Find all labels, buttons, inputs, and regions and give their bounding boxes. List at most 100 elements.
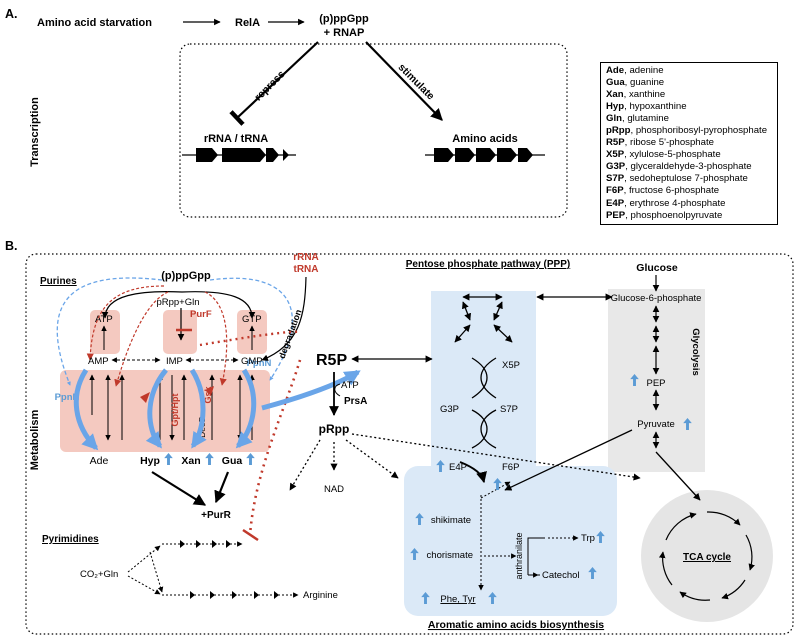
- legend-abbr: X5P: [606, 149, 625, 161]
- legend-desc: , fructose 6-phosphate: [623, 185, 720, 197]
- legend-abbr: Gln: [606, 113, 622, 125]
- legend-desc: , phosphoenolpyruvate: [625, 209, 723, 221]
- chorismate-label: chorismate: [427, 550, 473, 561]
- legend-abbr: PEP: [606, 209, 626, 221]
- r5p-label: R5P: [316, 352, 347, 369]
- legend-row: Gln, glutamine: [606, 113, 772, 125]
- legend-abbr: G3P: [606, 161, 626, 173]
- legend-desc: , xylulose-5-phosphate: [624, 149, 721, 161]
- ppp-box: [431, 291, 536, 476]
- phe-tyr-label: Phe, Tyr: [440, 594, 475, 605]
- trna-label: tRNA: [294, 264, 319, 275]
- hyp-label: Hyp: [140, 455, 160, 467]
- purr-label: +PurR: [201, 510, 232, 521]
- legend-desc: , phosphoribosyl-pyrophosphate: [630, 125, 768, 137]
- catechol-label: Catechol: [542, 570, 580, 581]
- metabolism-box: [25, 253, 794, 635]
- legend-row: R5P, ribose 5'-phosphate: [606, 137, 772, 149]
- ppgpp-red-dashed-right: [204, 291, 228, 386]
- legend-abbr: S7P: [606, 173, 625, 185]
- legend-desc: , glyceraldehyde-3-phosphate: [625, 161, 752, 173]
- atp-small-label: ATP: [341, 380, 359, 391]
- amp-label: AMP: [88, 356, 109, 367]
- gpt-hpt-label: Gpt/Hpt: [170, 394, 180, 427]
- red-arrowhead-gmp: [205, 386, 214, 396]
- transcription-box: [179, 43, 568, 218]
- pyrimidine-inhibition-bar: [242, 528, 259, 542]
- legend-row: pRpp, phosphoribosyl-pyrophosphate: [606, 125, 772, 137]
- prpp-gln-label: pRpp+Gln: [156, 297, 199, 308]
- trp-label: Trp: [581, 533, 595, 544]
- rnap-label: + RNAP: [324, 27, 365, 39]
- aromatic-title: Aromatic amino acids biosynthesis: [428, 619, 604, 631]
- ppgpp-red-dashed-inner: [114, 291, 169, 387]
- legend-desc: , ribose 5'-phosphate: [624, 137, 714, 149]
- e4p-to-aromatic-arrow: [459, 461, 487, 484]
- g3p-label: G3P: [440, 404, 459, 415]
- rrna-label: rRNA: [293, 252, 319, 263]
- legend-row: X5P, xylulose-5-phosphate: [606, 149, 772, 161]
- arginine-label: Arginine: [303, 590, 338, 601]
- legend-abbr: Ade: [606, 65, 625, 76]
- amino-acid-operon-genes: [425, 148, 545, 162]
- metabolism-side-label: Metabolism: [29, 410, 41, 471]
- pyrimidine-step-markers: [180, 540, 279, 599]
- legend-desc: , adenine: [624, 65, 664, 76]
- x5p-label: X5P: [502, 360, 520, 371]
- legend-row: Gua, guanine: [606, 77, 772, 89]
- legend-abbr: E4P: [606, 197, 625, 209]
- pyruvate-to-tca-arrow: [655, 451, 701, 501]
- thick-blue-salvage-arrows: [73, 368, 257, 451]
- prpp-outflow-arrows: [289, 433, 641, 491]
- tca-cycle-arrows: [658, 511, 755, 601]
- gua-up-arrow-icon: [246, 453, 255, 465]
- pyruvate-label: Pyruvate: [637, 419, 675, 430]
- tca-cycle-label: TCA cycle: [683, 552, 731, 563]
- repress-label: repress: [252, 68, 287, 103]
- prsa-label: PrsA: [344, 396, 367, 407]
- purf-label: PurF: [190, 309, 212, 320]
- pep-label: PEP: [646, 378, 665, 389]
- hyp-to-purr-arrow: [151, 471, 207, 506]
- legend-row: PEP, phosphoenolpyruvate: [606, 210, 772, 222]
- shikimate-label: shikimate: [431, 515, 471, 526]
- ppnn-label-left: PpnN: [55, 392, 80, 403]
- ppp-title: Pentose phosphate pathway (PPP): [406, 259, 570, 270]
- ppgpp-red-dashed-left: [86, 285, 165, 361]
- legend-desc: , hypoxanthine: [624, 101, 687, 113]
- prpp-label: pRpp: [319, 422, 350, 436]
- legend-abbr: F6P: [606, 185, 624, 197]
- legend-desc: , xanthine: [623, 89, 666, 101]
- rrna-trna-label: rRNA / tRNA: [204, 133, 268, 145]
- legend-row: F6P, fructose 6-phosphate: [606, 185, 772, 197]
- ade-label: Ade: [90, 455, 109, 467]
- panel-b-label: B.: [5, 239, 18, 253]
- anthranilate-label: anthranilate: [514, 532, 524, 579]
- atp-label: ATP: [95, 314, 113, 325]
- co2-gln-label: CO₂+Gln: [80, 569, 118, 580]
- ppnn-dashed-right: [209, 277, 293, 381]
- stimulate-label: stimulate: [396, 61, 437, 102]
- legend-row: Hyp, hypoxanthine: [606, 101, 772, 113]
- s7p-label: S7P: [500, 404, 518, 415]
- pep-to-aromatic-arrow: [504, 429, 633, 491]
- gmp-label: GMP: [241, 356, 263, 367]
- gtp-label: GTP: [242, 314, 262, 325]
- legend-desc: , erythrose 4-phosphate: [624, 197, 726, 209]
- purines-title: Purines: [40, 276, 77, 287]
- amino-acid-starvation-label: Amino acid starvation: [37, 17, 152, 29]
- purine-salvage-box: [60, 370, 270, 452]
- legend-row: Ade, adenine: [606, 65, 772, 77]
- ppp-internal-arrows: [454, 293, 613, 449]
- xan-up-arrow-icon: [205, 453, 214, 465]
- legend-abbr: Gua: [606, 77, 625, 89]
- transcription-side-label: Transcription: [29, 97, 41, 167]
- legend-abbr: Hyp: [606, 101, 625, 113]
- purf-box: [163, 310, 197, 354]
- legend-row: G3P, glyceraldehyde-3-phosphate: [606, 161, 772, 173]
- gsk-label: Gsk: [203, 386, 213, 404]
- hyp-up-arrow-icon: [164, 453, 173, 465]
- ppgpp-label: (p)ppGpp: [319, 13, 369, 25]
- imp-label: IMP: [166, 356, 183, 367]
